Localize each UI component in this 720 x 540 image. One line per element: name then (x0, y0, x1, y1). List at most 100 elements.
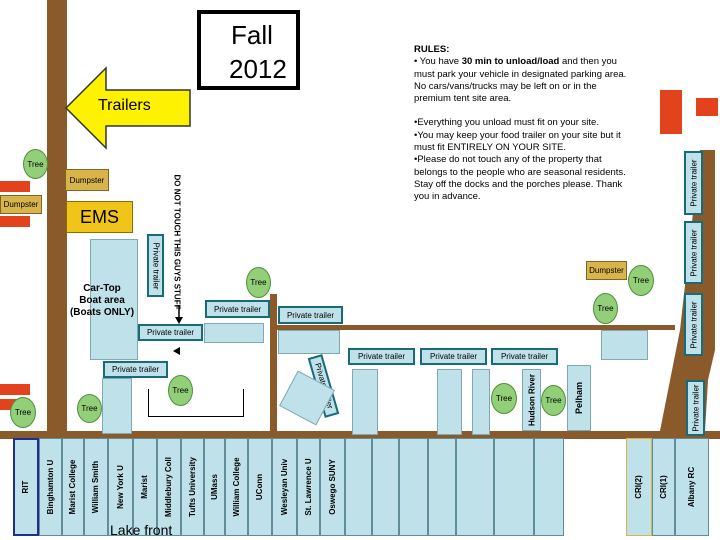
site-label: Tufts University (187, 457, 197, 517)
east-road-shape (660, 90, 718, 431)
hudson-river-label: Hudson River (527, 373, 536, 427)
do-not-touch-label-wrap: DO NOT TOUCH THIS GUYS STUFF (166, 175, 188, 310)
pelham-site: Pelham (567, 365, 591, 431)
title-line1: Fall (231, 20, 273, 50)
main-road-vertical (47, 0, 67, 440)
site-2: Marist College (62, 438, 84, 536)
private-trailer-tilted-label: Private trailer (151, 241, 160, 290)
cartop-boat-area (90, 239, 138, 360)
site-label: Marist College (68, 459, 77, 515)
site-block-d (437, 369, 462, 435)
private-trailer-tilted: Private trailer (147, 234, 164, 297)
tree-5: Tree (10, 397, 36, 428)
rules-b1: •Everything you unload must fit on your … (414, 117, 599, 129)
red-block-3 (0, 384, 30, 395)
tree-2: Tree (246, 267, 271, 298)
rules-p1-post: and then you must park your vehicle in d… (414, 56, 627, 105)
site-label: Oswego SUNY (327, 459, 337, 515)
tree-9: Tree (541, 385, 566, 416)
private-trailer-g: Private trailer (491, 348, 558, 365)
tree-8: Tree (491, 383, 517, 414)
site-19 (494, 438, 534, 536)
site-6: Middlebury Coll (157, 438, 181, 536)
red-block-1 (0, 181, 30, 192)
tree-4: Tree (77, 394, 102, 423)
dumpster-top: Dumpster (65, 169, 109, 191)
do-not-touch-label: DO NOT TOUCH THIS GUYS STUFF (172, 174, 182, 310)
hudson-river-site: Hudson River (522, 369, 541, 431)
trailers-label: Trailers (98, 97, 151, 114)
site-11: Wesleyan Univ (272, 438, 297, 536)
down-arrow-icon (175, 305, 183, 324)
site-4: New York U (108, 438, 133, 536)
site-label: RIT (21, 480, 30, 494)
inner-road-vertical (270, 294, 277, 434)
horizontal-road (275, 325, 675, 330)
site-13: Oswego SUNY (320, 438, 345, 536)
site-label: Marist (140, 475, 149, 499)
private-trailer-d: Private trailer (103, 361, 168, 378)
site-18 (456, 438, 494, 536)
private-trailer-right-3: Private trailer (684, 293, 703, 356)
site-label: Middlebury Coll (164, 457, 173, 517)
pelham-label: Pelham (574, 381, 584, 415)
rules-heading: RULES: (414, 44, 450, 55)
rules-text: RULES: • You have 30 min to unload/load … (414, 44, 636, 204)
site-label: Binghamton U (45, 459, 55, 515)
left-arrow-icon (173, 347, 180, 355)
site-14 (345, 438, 372, 536)
site-3: William Smith (84, 438, 108, 536)
site-21: CRI(2) (626, 438, 652, 536)
site-8: UMass (204, 438, 225, 536)
site-16 (399, 438, 428, 536)
site-12: St. Lawrence U (297, 438, 320, 536)
site-label: UConn (255, 473, 264, 501)
private-trailer-right-2: Private trailer (684, 221, 703, 284)
rules-b3: •Please do not touch any of the property… (414, 154, 626, 203)
private-trailer-b: Private trailer (138, 324, 203, 341)
site-block-c (352, 369, 378, 435)
site-label: CRI(2) (634, 475, 643, 499)
site-17 (428, 438, 456, 536)
private-trailer-e: Private trailer (348, 348, 415, 365)
site-block-b (278, 330, 340, 354)
private-trailer-c: Private trailer (278, 306, 343, 324)
private-trailer-a: Private trailer (205, 300, 270, 318)
private-trailer-right-4: Private trailer (686, 380, 705, 436)
rules-p1: • You have 30 min to unload/load and the… (414, 56, 636, 105)
site-block-e (472, 369, 490, 435)
site-15 (372, 438, 399, 536)
tree-1: Tree (23, 149, 48, 179)
private-trailer-right-1-label: Private trailer (689, 159, 698, 207)
private-trailer-right-3-label: Private trailer (689, 300, 698, 349)
site-label: New York U (115, 465, 125, 509)
rules-p1-pre: • You have (414, 56, 462, 68)
site-5: Marist (133, 438, 157, 536)
site-label: Wesleyan Univ (279, 458, 289, 516)
private-trailer-f: Private trailer (420, 348, 487, 365)
dumpster-left: Dumpster (0, 195, 42, 214)
private-trailer-right-2-label: Private trailer (689, 228, 698, 277)
site-label: UMass (209, 474, 219, 500)
rules-p1-bold: 30 min to unload/load (461, 56, 560, 68)
site-23: Albany RC (675, 438, 709, 536)
tree-6: Tree (593, 293, 618, 324)
site-block-f (601, 330, 648, 360)
site-20 (534, 438, 564, 536)
site-label: William Smith (91, 460, 100, 514)
cartop-label: Car-Top Boat area (Boats ONLY) (69, 283, 135, 318)
lake-front-road (0, 431, 720, 439)
private-trailer-right-4-label: Private trailer (691, 384, 700, 432)
site-9: William College (225, 438, 248, 536)
tree-3: Tree (168, 375, 193, 406)
private-trailer-right-1: Private trailer (684, 151, 703, 215)
tree-7: Tree (628, 265, 654, 296)
site-1: Binghamton U (39, 438, 62, 536)
site-block-a (204, 323, 264, 343)
title-box: Fall 2012 (197, 10, 300, 90)
site-22: CRI(1) (652, 438, 675, 536)
red-block-2 (0, 216, 30, 227)
site-outline (148, 389, 244, 417)
dumpster-right: Dumpster (586, 261, 627, 280)
site-label: St. Lawrence U (303, 458, 313, 516)
